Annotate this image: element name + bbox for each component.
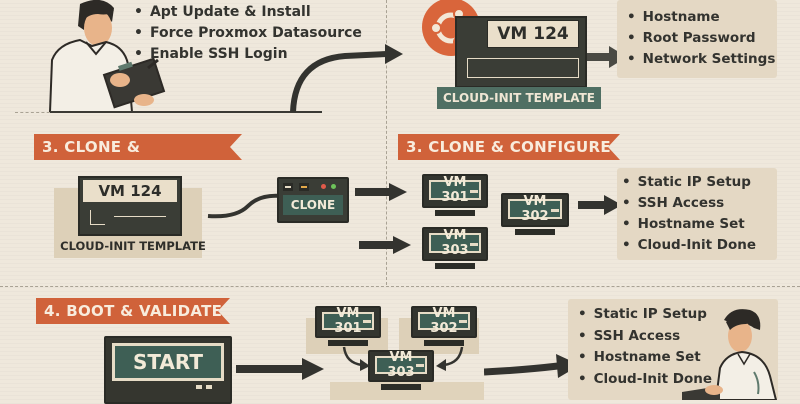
vm-monitor: VM 302 [411, 306, 477, 348]
status-led-green [331, 184, 336, 189]
vm-monitor: VM 303 [422, 227, 488, 271]
arrow-right-icon [355, 183, 407, 201]
arrow-right-icon [578, 195, 622, 215]
curved-arrow-icon [290, 44, 403, 113]
engineer-clipboard-illustration [48, 0, 166, 112]
result-item: Static IP Setup [622, 172, 756, 193]
vm-pedestal [330, 382, 484, 400]
start-button[interactable]: START [112, 343, 224, 381]
result-item: Cloud-Init Done [622, 235, 756, 256]
vm-template-server: VM 124 [78, 176, 182, 236]
vm-monitor: VM 301 [315, 306, 381, 348]
engineer-typing-illustration [682, 309, 778, 400]
vm-monitor: VM 303 [368, 350, 434, 392]
baseline-rule [50, 111, 322, 113]
validation-list: Static IP Setup SSH Access Hostname Set … [578, 304, 712, 390]
result-item: SSH Access [622, 193, 756, 214]
indicator-light [299, 183, 309, 191]
vm-name: VM 301 [322, 306, 374, 336]
cable-line [207, 193, 282, 219]
divider-top-left [15, 112, 55, 113]
config-item: Root Password [627, 28, 775, 49]
step-banner-clone: 3. CLONE & CONFIGURE [34, 134, 242, 160]
vm-label: VM 124 [487, 20, 579, 48]
divider-vertical [386, 0, 387, 285]
prep-checklist: Apt Update & Install Force Proxmox Datas… [134, 2, 362, 65]
clone-label: CLONE [283, 195, 343, 215]
validation-item: Hostname Set [578, 347, 712, 369]
checklist-item: Force Proxmox Datasource [134, 23, 362, 44]
step-banner-boot: 4. BOOT & VALIDATE [36, 298, 230, 324]
config-item: Hostname [627, 7, 775, 28]
server-slot [90, 210, 105, 225]
validation-item: SSH Access [578, 326, 712, 348]
vm-monitor: VM 302 [501, 193, 569, 237]
curved-arrow-icon [436, 346, 464, 371]
divider-horizontal [0, 286, 800, 287]
validation-item: Cloud-Init Done [578, 369, 712, 391]
vm-name: VM 303 [375, 350, 427, 380]
status-led-red [321, 184, 326, 189]
results-list: Static IP Setup SSH Access Hostname Set … [622, 172, 756, 256]
start-monitor: START [104, 336, 232, 404]
validation-item: Static IP Setup [578, 304, 712, 326]
vm-name: VM 302 [418, 306, 470, 336]
vm-name: VM 301 [429, 175, 481, 205]
template-label: CLOUD-INIT TEMPLATE [60, 239, 206, 253]
server-slot [467, 58, 579, 78]
vm-template-server: VM 124 [455, 16, 587, 88]
result-item: Hostname Set [622, 214, 756, 235]
server-slot [114, 216, 166, 217]
arrow-right-icon [359, 236, 411, 254]
clone-device: CLONE [277, 177, 349, 223]
checklist-item: Apt Update & Install [134, 2, 362, 23]
indicator-light [283, 183, 293, 191]
config-item: Network Settings [627, 49, 776, 70]
arrow-right-icon [236, 358, 324, 380]
arrow-right-icon [484, 354, 580, 378]
config-list: Hostname Root Password Network Settings [627, 7, 776, 70]
checklist-item: Enable SSH Login [134, 44, 362, 65]
step-banner-clone: 3. CLONE & CONFIGURE [398, 134, 620, 160]
vm-monitor: VM 301 [422, 174, 488, 218]
vm-name: VM 303 [429, 228, 481, 258]
curved-arrow-icon [342, 346, 370, 371]
template-label: CLOUD-INIT TEMPLATE [437, 87, 601, 109]
vm-name: VM 302 [508, 194, 562, 224]
vm-label: VM 124 [83, 180, 177, 202]
